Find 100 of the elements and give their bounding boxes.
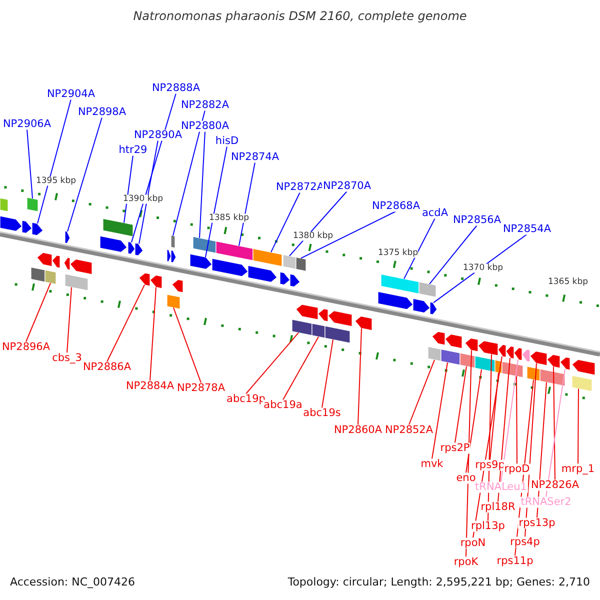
gene-label: NP2884A (124, 380, 176, 392)
gene-block (464, 338, 478, 352)
gene-label: rpl18R (480, 502, 516, 512)
gene-label: mrp_1 (560, 464, 596, 474)
leader-line (546, 368, 566, 498)
gene-block (190, 254, 212, 270)
gene-block (30, 266, 46, 282)
leader-line (199, 130, 206, 238)
gene-label: NP2826A (530, 480, 580, 490)
gene-block (134, 242, 144, 256)
gene-label: abc19s (302, 408, 342, 418)
gene-label: NP2898A (76, 106, 128, 118)
leader-line (516, 376, 518, 464)
gene-block (64, 274, 88, 291)
leader-line (500, 359, 518, 482)
leader-line (322, 339, 334, 408)
leader-line (238, 162, 256, 246)
gene-block (506, 346, 514, 360)
gene-label: rpoK (452, 556, 480, 568)
leader-line (270, 192, 300, 253)
leader-line (578, 388, 579, 464)
gene-label: NP2856A (452, 214, 502, 226)
gene-block (26, 197, 38, 212)
scale-label: 1375 kbp (378, 248, 418, 258)
leader-line (150, 286, 156, 382)
gene-label: abc19a (262, 400, 304, 410)
gene-block (192, 236, 216, 254)
gene-label: rps9p (474, 460, 506, 470)
gene-block (252, 248, 282, 267)
gene-block (292, 319, 312, 336)
leader-line (172, 110, 206, 236)
leader-line (173, 307, 202, 384)
gene-label: NP2878A (176, 382, 226, 394)
gene-block (150, 274, 162, 289)
leader-line (466, 368, 482, 474)
gene-label: NP2854A (502, 224, 552, 234)
gene-label: hisD (214, 136, 240, 146)
gene-block (36, 252, 52, 267)
leader-line (490, 372, 499, 460)
scale-label: 1365 kbp (548, 278, 588, 286)
gene-block (248, 265, 278, 283)
gene-label: NP2888A (150, 82, 202, 94)
leader-line (37, 98, 72, 224)
gene-label: NP2870A (322, 180, 372, 192)
gene-block (32, 222, 44, 236)
leader-line (358, 328, 362, 426)
scale-label: 1385 kbp (208, 214, 250, 222)
scale-label: 1380 kbp (292, 232, 334, 240)
gene-label: NP2874A (230, 152, 280, 162)
leader-line (432, 362, 448, 460)
gene-label: NP2882A (180, 100, 230, 110)
gene-label: acdA (420, 208, 450, 218)
gene-block (530, 350, 548, 366)
gene-label: rpoN (459, 538, 487, 548)
leader-line (131, 92, 176, 243)
gene-block (502, 361, 524, 378)
gene-block (572, 375, 592, 392)
gene-block (172, 279, 184, 293)
gene-block (418, 281, 436, 298)
gene-block (444, 334, 462, 349)
gene-block (296, 256, 306, 272)
gene-block (102, 218, 134, 237)
genome-summary-text: Topology: circular; Length: 2,595,221 bp; Genes: 2,710 (288, 576, 590, 588)
leader-line (429, 224, 478, 284)
leader-line (408, 359, 435, 426)
gene-block (212, 258, 248, 277)
gene-label: NP2868A (370, 200, 422, 212)
gene-label: NP2890A (132, 130, 184, 140)
gene-block (64, 230, 70, 244)
gene-block (354, 316, 372, 331)
leader-line (138, 140, 158, 244)
gene-block (546, 354, 560, 368)
gene-block (44, 270, 56, 285)
gene-block (514, 347, 522, 361)
gene-block (280, 272, 290, 286)
gene-label: NP2852A (384, 424, 434, 436)
leader-line (433, 234, 528, 304)
gene-block (428, 346, 442, 362)
leader-line (246, 332, 299, 394)
leader-line (454, 366, 467, 444)
gene-block (138, 272, 150, 286)
leader-line (282, 336, 319, 400)
gene-label: tRNASer2 (520, 496, 572, 508)
gene-label: rpl13p (470, 520, 506, 532)
gene-label: NP2880A (180, 120, 230, 132)
gene-label: NP2860A (332, 424, 384, 436)
scale-label: 1390 kbp (122, 194, 164, 204)
leader-line (289, 190, 348, 256)
gene-block (540, 368, 566, 386)
accession-text: Accession: NC_007426 (10, 576, 136, 588)
leader-line (404, 218, 436, 280)
gene-label: abc19p (226, 394, 266, 404)
leader-line (26, 128, 33, 199)
gene-block (0, 198, 8, 212)
gene-block (440, 348, 460, 366)
gene-label: rps4p (509, 536, 541, 548)
leader-line (553, 366, 556, 480)
scale-label: 1370 kbp (462, 264, 504, 272)
gene-block (166, 294, 180, 310)
gene-block (432, 331, 446, 346)
